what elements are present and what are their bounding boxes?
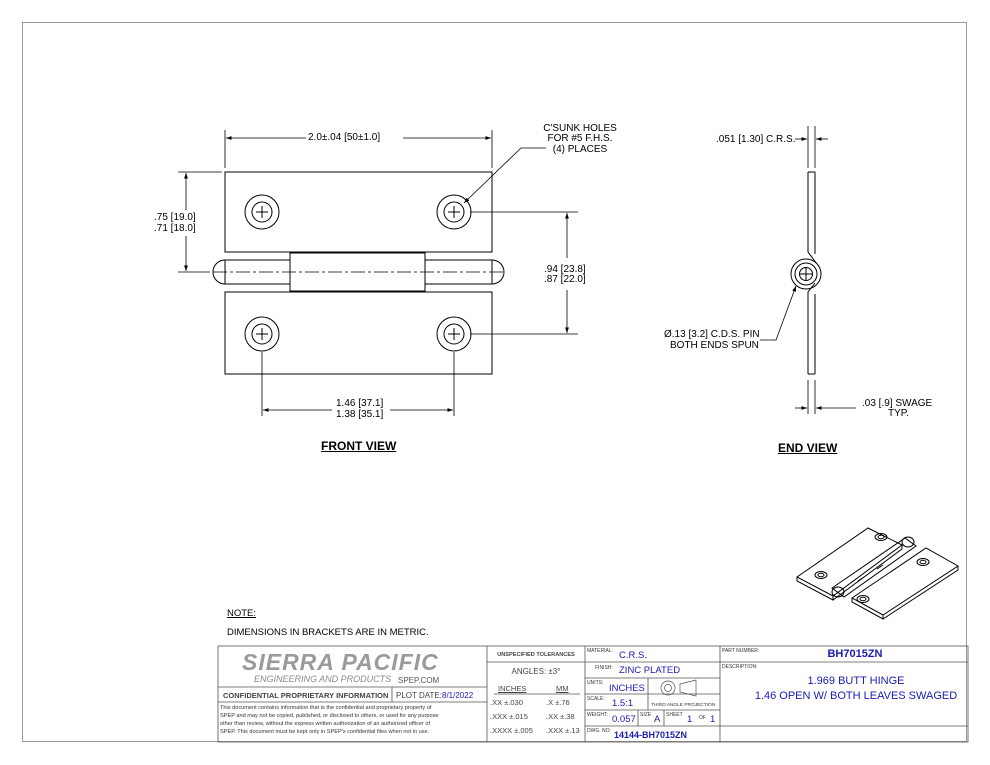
tol-mm-2: .XX ±.38 [546,712,575,721]
material-value: C.R.S. [619,650,647,661]
dim-hole-vertical-min: .87 [22.0] [544,274,586,285]
company-subtitle: ENGINEERING AND PRODUCTS [254,674,392,684]
inches-label: INCHES [498,684,527,693]
sheet-total: 1 [710,714,716,725]
callout-holes-line3: (4) PLACES [552,144,608,155]
dim-thickness: .051 [1.30] C.R.S. [716,134,796,145]
front-view-title: FRONT VIEW [321,439,397,453]
title-block-grid [217,645,969,743]
scale-label: SCALE: [587,696,605,702]
scale-value: 1.5:1 [612,698,634,709]
company-logo-text: SIERRA PACIFIC [242,649,439,675]
end-view-geometry [790,171,822,375]
dim-hole-horizontal-min: 1.38 [35.1] [336,409,384,420]
isometric-view [796,527,959,620]
end-view-dimensions [760,126,856,414]
weight-label: WEIGHT: [587,712,608,718]
part-number-value: BH7015ZN [827,648,883,660]
projection-symbol [660,679,697,697]
weight-value: 0.057 [612,714,636,725]
confidential-text-1: This document contains information that … [220,705,432,711]
tol-in-1: .XX ±.030 [490,698,523,707]
tolerances-heading: UNSPECIFIED TOLERANCES [497,652,575,658]
front-view-geometry [212,171,505,375]
company-website: SPEP.COM [398,676,440,685]
sheet-label: SHEET [666,712,683,718]
dim-leaf-height-min: .71 [18.0] [154,223,196,234]
finish-label: FINISH: [595,665,613,671]
size-value: A [654,714,661,725]
sheet-value: 1 [687,714,693,725]
dim-hole-vertical-max: .94 [23.8] [544,264,586,275]
front-view-dimensions [178,130,578,416]
dwg-no-value: 14144-BH7015ZN [614,730,688,740]
material-label: MATERIAL: [587,648,614,654]
units-label: UNITS: [587,680,604,686]
notes-line1: DIMENSIONS IN BRACKETS ARE IN METRIC. [227,627,429,638]
tol-in-3: .XXXX ±.005 [490,726,533,735]
dim-overall-width: 2.0±.04 [50±1.0] [308,132,381,143]
end-view-title: END VIEW [778,441,838,455]
dim-leaf-height-max: .75 [19.0] [154,212,196,223]
dim-hole-horizontal-max: 1.46 [37.1] [336,398,384,409]
size-label: SIZE [640,712,652,718]
dwg-no-label: DWG. NO: [587,728,611,734]
confidential-heading: CONFIDENTIAL PROPRIETARY INFORMATION [223,691,389,700]
tol-mm-3: .XXX ±.13 [546,726,580,735]
notes-heading: NOTE: [227,608,257,619]
part-number-label: PART NUMBER: [722,648,760,654]
pin-callout-line2: BOTH ENDS SPUN [670,340,759,351]
callout-holes-line1: C'SUNK HOLES [543,123,617,134]
tol-mm-1: .X ±.76 [546,698,570,707]
plot-date-value: 8/1/2022 [442,691,474,700]
angles-tolerance: ANGLES: ±3° [511,667,561,676]
mm-label: MM [556,684,569,693]
confidential-text-3: other than review, without the express w… [220,721,431,727]
drawing-sheet-border [22,22,967,742]
projection-label: THIRD ANGLE PROJECTION [651,703,716,708]
pin-callout-line1: Ø.13 [3.2] C.D.S. PIN [664,329,760,340]
confidential-text-2: SPEP and may not be copied, published, o… [220,713,439,719]
swage-callout-line2: TYP. [888,408,909,419]
description-line1: 1.969 BUTT HINGE [807,675,905,687]
swage-callout-line1: .03 [.9] SWAGE [862,398,933,409]
finish-value: ZINC PLATED [619,665,681,676]
units-value: INCHES [609,683,645,694]
of-label: OF [699,715,706,721]
description-label: DESCRIPTION: [722,664,758,670]
callout-holes-line2: FOR #5 F.H.S. [547,133,613,144]
tol-in-2: .XXX ±.015 [490,712,528,721]
confidential-text-4: SPEP. This document must be kept only in… [220,729,430,735]
description-line2: 1.46 OPEN W/ BOTH LEAVES SWAGED [754,690,958,702]
plot-date-label: PLOT DATE: [396,691,442,700]
